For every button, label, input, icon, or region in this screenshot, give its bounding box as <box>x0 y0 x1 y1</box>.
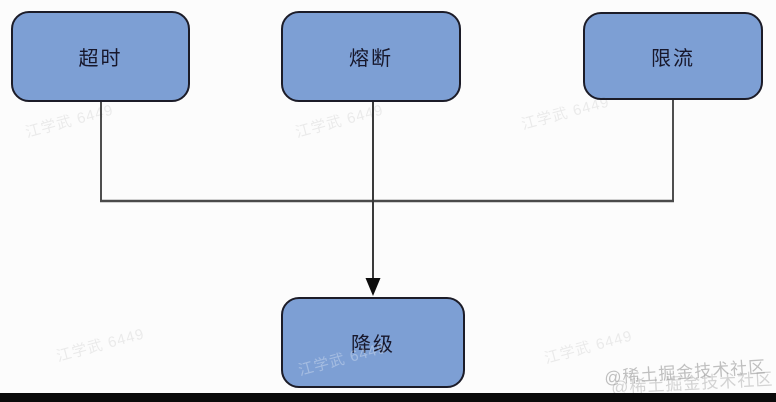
node-circuit-break-label: 熔断 <box>349 48 393 70</box>
node-timeout: 超时 <box>11 11 190 102</box>
node-degrade: 降级 <box>281 297 465 388</box>
bottom-black-bar <box>0 393 776 402</box>
node-timeout-label: 超时 <box>78 48 123 70</box>
arrow-head-icon <box>365 278 381 296</box>
node-circuit-break: 熔断 <box>281 11 461 102</box>
node-rate-limit-label: 限流 <box>651 47 695 70</box>
node-degrade-label: 降级 <box>351 334 395 356</box>
node-rate-limit: 限流 <box>583 12 763 100</box>
